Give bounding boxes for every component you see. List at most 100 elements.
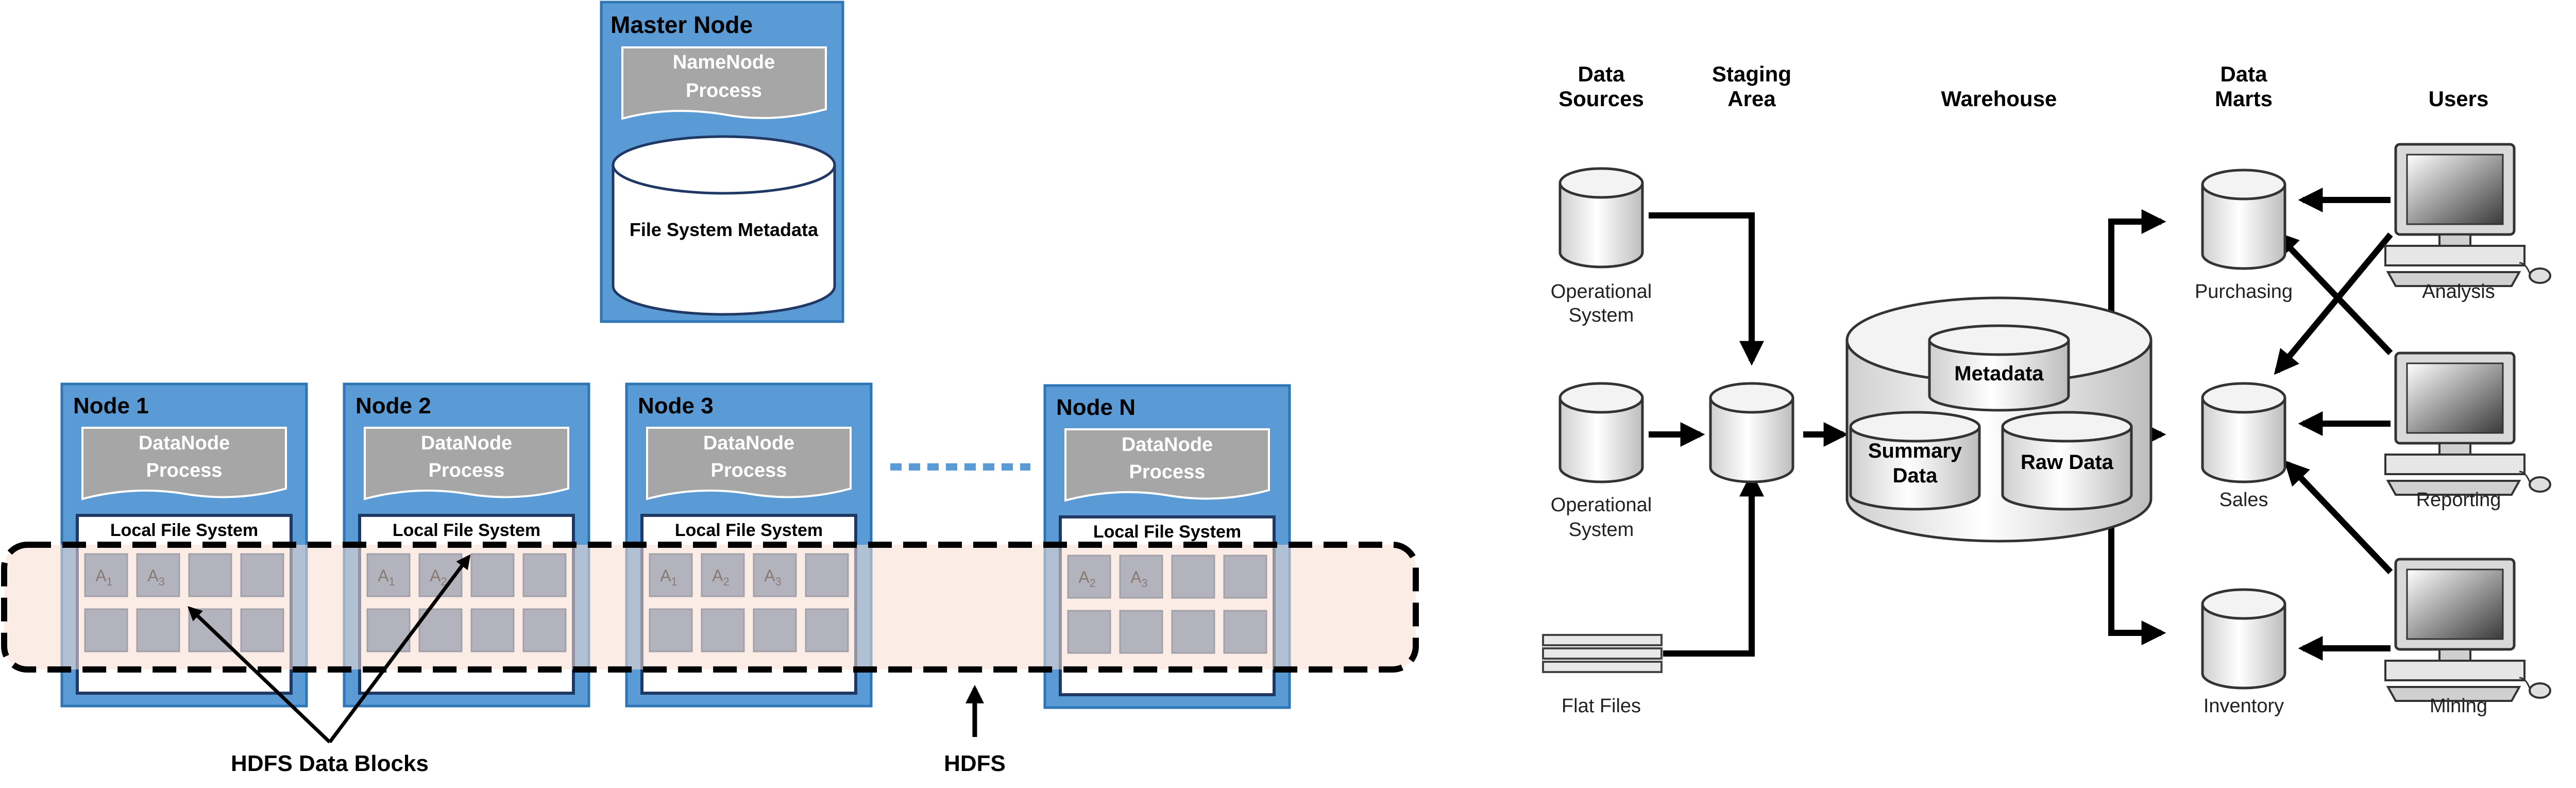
master-node-title: Master Node	[611, 11, 753, 38]
column-headers: Data Sources Staging Area Warehouse Data…	[1558, 62, 2488, 111]
cylinder-body	[2201, 185, 2286, 270]
mining-computer-icon	[2384, 558, 2551, 702]
source-label-line2: System	[1569, 305, 1634, 326]
datanode-process-line1: DataNode	[1122, 434, 1213, 456]
header-data-sources-line2: Sources	[1558, 87, 1644, 111]
cylinder-top	[2001, 411, 2133, 443]
flat-files-label: Flat Files	[1562, 695, 1641, 717]
datanode-process-line2: Process	[1129, 461, 1206, 483]
local-file-system-label: Local File System	[393, 521, 540, 540]
arrow-reporting-to-purchasing	[2274, 231, 2393, 356]
summary-data-store: Summary Data	[1849, 411, 1981, 511]
flow-connectors	[1649, 188, 2393, 661]
arrow-warehouse-to-inventory	[2108, 515, 2166, 645]
source-operational-system-1: Operational System	[1551, 167, 1652, 326]
datanode-process-banner	[1064, 428, 1270, 502]
staging-area-cylinder	[1709, 382, 1794, 483]
mart-purchasing-label: Purchasing	[2195, 281, 2293, 303]
raw-data-store: Raw Data	[2001, 411, 2133, 511]
cylinder-body	[2201, 604, 2286, 690]
hdfs-band	[1, 542, 1419, 673]
datanode-process-line1: DataNode	[139, 432, 230, 454]
flat-files-icon	[1542, 634, 1663, 673]
source-label-line2: System	[1569, 519, 1634, 541]
keyboard	[2386, 686, 2521, 702]
datanode-process-line2: Process	[711, 460, 787, 481]
user-mining-label: Mining	[2430, 695, 2487, 717]
cylinder-top	[1849, 411, 1981, 443]
cylinder-top	[1558, 167, 1644, 199]
local-file-system-label: Local File System	[1093, 522, 1241, 542]
mouse	[2529, 267, 2551, 284]
cylinder-body	[2201, 398, 2286, 483]
namenode-process-banner	[621, 46, 827, 120]
monitor-screen	[2406, 154, 2504, 225]
cylinder-body	[2001, 427, 2133, 511]
monitor-screen	[2406, 568, 2504, 640]
summary-data-line2: Data	[1893, 464, 1938, 487]
pointer-arrow-node2	[328, 554, 471, 744]
cylinder-body	[1558, 398, 1644, 483]
datanode-process-banner	[81, 427, 287, 500]
header-data-sources-line1: Data	[1578, 62, 1625, 86]
reporting-computer-icon	[2384, 351, 2551, 496]
analysis-computer-icon	[2384, 143, 2551, 287]
cylinder-body	[1928, 340, 2070, 412]
datanode-process-line2: Process	[429, 460, 505, 481]
pointer-arrow-node1	[187, 606, 331, 744]
user-reporting-label: Reporting	[2416, 489, 2501, 511]
monitor-screen	[2406, 362, 2504, 434]
source-label-line1: Operational	[1551, 281, 1652, 303]
system-unit	[2384, 245, 2526, 266]
source-flat-files: Flat Files	[1542, 634, 1663, 717]
keyboard	[2386, 271, 2521, 287]
system-unit	[2384, 454, 2526, 475]
monitor-stand	[2438, 442, 2471, 456]
mouse-cable	[2519, 677, 2531, 689]
mouse	[2529, 682, 2551, 699]
header-data-marts-line1: Data	[2220, 62, 2267, 86]
namenode-process-line2: Process	[686, 80, 762, 102]
user-analysis-label: Analysis	[2422, 281, 2495, 303]
namenode-process-line1: NameNode	[673, 52, 775, 73]
source-operational-system-2: Operational System	[1551, 382, 1652, 541]
summary-data-line1: Summary	[1868, 440, 1962, 462]
raw-data-label: Raw Data	[2021, 451, 2114, 474]
datanode-process-line1: DataNode	[421, 432, 512, 454]
mouse-cable	[2519, 262, 2531, 274]
mart-sales: Sales	[2201, 382, 2286, 511]
cylinder-top	[2201, 169, 2286, 200]
cylinder-top	[2201, 382, 2286, 414]
cylinder-body	[1709, 398, 1794, 483]
local-file-system-label: Local File System	[110, 521, 258, 540]
arrow-warehouse-to-purchasing	[2108, 209, 2166, 330]
metadata-store-label: Metadata	[1954, 362, 2044, 385]
source-label-line1: Operational	[1551, 494, 1652, 516]
monitor-stand	[2438, 648, 2471, 662]
datanode-title: Node 3	[638, 393, 714, 418]
mart-sales-label: Sales	[2219, 489, 2268, 511]
cylinder-body	[1558, 183, 1644, 269]
metadata-store: Metadata	[1928, 324, 2070, 412]
hdfs-data-blocks-label: HDFS Data Blocks	[231, 751, 429, 776]
datanode-process-line2: Process	[146, 460, 223, 481]
master-node: Master Node NameNode Process File System…	[600, 1, 844, 323]
cylinder-top	[2201, 588, 2286, 620]
mart-purchasing: Purchasing	[2195, 169, 2293, 303]
metadata-label: File System Metadata	[630, 219, 819, 240]
header-users: Users	[2429, 87, 2489, 111]
arrow-analysis-to-sales	[2274, 232, 2393, 375]
header-staging-line1: Staging	[1712, 62, 1791, 86]
datanode-title: Node N	[1056, 395, 1136, 420]
mart-inventory: Inventory	[2201, 588, 2286, 717]
mouse-cable	[2519, 471, 2531, 482]
header-staging-line2: Area	[1727, 87, 1776, 111]
cylinder-top	[1558, 382, 1644, 414]
datanode-process-line1: DataNode	[703, 432, 794, 454]
metadata-cylinder	[612, 135, 836, 316]
datanode-title: Node 2	[355, 393, 431, 418]
cylinder-body	[1849, 427, 1981, 511]
hdfs-label: HDFS	[944, 751, 1006, 776]
monitor-stand	[2438, 233, 2471, 247]
